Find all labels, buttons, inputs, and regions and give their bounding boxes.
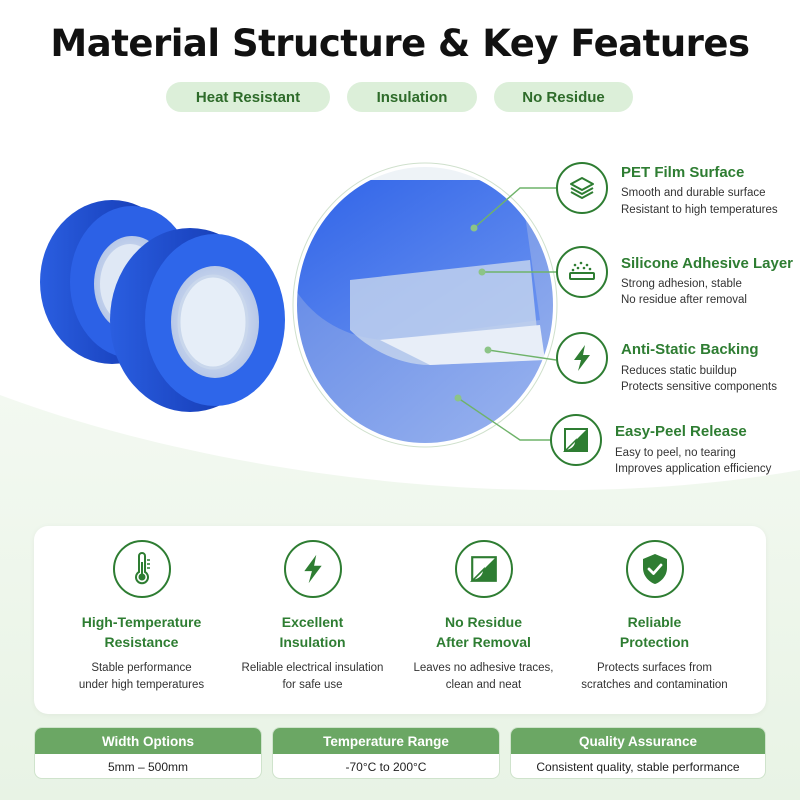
tag-no-residue: No Residue [494, 82, 633, 112]
peel-icon [550, 414, 602, 466]
layer-desc-pet-2: Resistant to high temperatures [621, 204, 778, 216]
feature-desc-no-residue-1: Leaves no adhesive traces, [413, 662, 554, 674]
feature-title-no-residue-2: After Removal [436, 634, 531, 650]
feature-title-protection-2: Protection [619, 634, 690, 650]
feature-desc-no-residue-2: clean and neat [445, 679, 522, 691]
feature-title-no-residue-1: No Residue [444, 614, 522, 630]
spec-quality-assurance: Quality Assurance Consistent quality, st… [510, 727, 766, 779]
feature-title-insulation-1: Excellent [281, 614, 344, 630]
magnified-layers-image [292, 162, 558, 448]
layer-desc-silicone-2: No residue after removal [621, 294, 747, 306]
spec-label-temperature: Temperature Range [273, 728, 499, 754]
lightning-icon [556, 332, 608, 384]
layer-desc-peel-1: Easy to peel, no tearing [615, 447, 736, 459]
feature-title-high-temp-2: Resistance [104, 634, 179, 650]
feature-desc-insulation-2: for safe use [282, 679, 343, 691]
layer-title-silicone: Silicone Adhesive Layer [621, 255, 794, 272]
lightning-icon [283, 540, 342, 598]
adhesive-layer-icon [556, 246, 608, 298]
page-title: Material Structure & Key Features [50, 22, 750, 65]
tag-insulation: Insulation [347, 82, 477, 112]
spec-temperature-range: Temperature Range -70°C to 200°C [272, 727, 500, 779]
layer-desc-antistatic-2: Protects sensitive components [621, 381, 777, 393]
spec-label-width: Width Options [35, 728, 261, 754]
feature-desc-insulation-1: Reliable electrical insulation [241, 662, 384, 674]
tape-rolls-image [40, 200, 285, 412]
layer-desc-silicone-1: Strong adhesion, stable [621, 278, 742, 290]
layers-icon [556, 162, 608, 214]
layer-desc-peel-2: Improves application efficiency [615, 463, 772, 475]
shield-check-icon [625, 540, 684, 598]
layer-title-peel: Easy-Peel Release [615, 423, 747, 440]
feature-title-insulation-2: Insulation [279, 634, 346, 650]
spec-label-quality: Quality Assurance [511, 728, 765, 754]
feature-desc-protection-2: scratches and contamination [581, 679, 728, 691]
feature-desc-high-temp-1: Stable performance [91, 662, 192, 674]
feature-title-high-temp-1: High-Temperature [81, 614, 202, 630]
spec-value-quality: Consistent quality, stable performance [536, 760, 740, 774]
layer-desc-pet-1: Smooth and durable surface [621, 187, 766, 199]
peel-icon [454, 540, 513, 598]
spec-width-options: Width Options 5mm – 500mm [34, 727, 262, 779]
tag-heat-resistant: Heat Resistant [166, 82, 330, 112]
layer-title-antistatic: Anti-Static Backing [621, 341, 759, 358]
layer-title-pet: PET Film Surface [621, 164, 745, 181]
layer-desc-antistatic-1: Reduces static buildup [621, 365, 737, 377]
spec-value-temperature: -70°C to 200°C [345, 760, 427, 774]
feature-title-protection-1: Reliable [627, 614, 682, 630]
spec-value-width: 5mm – 500mm [107, 760, 189, 774]
thermometer-icon [112, 540, 171, 598]
feature-desc-high-temp-2: under high temperatures [78, 679, 205, 691]
feature-desc-protection-1: Protects surfaces from [596, 662, 713, 674]
